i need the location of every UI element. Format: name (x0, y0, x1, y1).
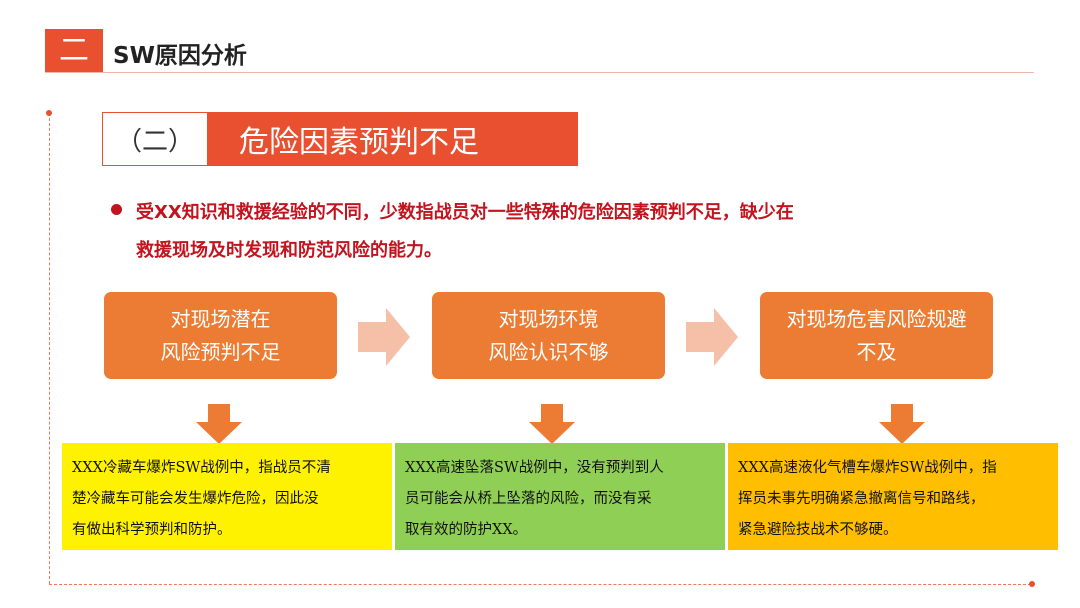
example-line: 挥员未事先明确紧急撤离信号和路线， (738, 491, 985, 507)
section-number: 二 (59, 33, 89, 68)
example-box-2: XXX高速坠落SW战例中，没有预判到人 员可能会从桥上坠落的风险，而没有采 取有… (395, 443, 725, 550)
example-line: 楚冷藏车可能会发生爆炸危险，因此没 (72, 491, 319, 507)
example-line: 有做出科学预判和防护。 (72, 522, 232, 538)
subsection-number: （二） (103, 113, 207, 165)
example-line: XXX冷藏车爆炸SW战例中，指战员不清 (72, 460, 331, 476)
process-line: 对现场环境 (498, 306, 599, 331)
bullet-line: 受XX知识和救援经验的不同，少数指战员对一些特殊的危险因素预判不足，缺少在 (136, 202, 794, 223)
frame-bottom-dashed-line (49, 584, 1031, 585)
frame-dot-bottom (1029, 581, 1035, 587)
section-number-badge: 二 (45, 29, 103, 73)
process-line: 不及 (856, 339, 897, 364)
bullet-icon (111, 204, 122, 215)
process-line: 对现场潜在 (170, 306, 271, 331)
process-box-1: 对现场潜在 风险预判不足 (104, 292, 337, 379)
bullet-text: 受XX知识和救援经验的不同，少数指战员对一些特殊的危险因素预判不足，缺少在 救援… (136, 194, 956, 270)
process-line: 对现场危害风险规避 (786, 306, 967, 331)
right-arrow-icon (686, 308, 738, 366)
process-box-2: 对现场环境 风险认识不够 (432, 292, 665, 379)
example-box-1: XXX冷藏车爆炸SW战例中，指战员不清 楚冷藏车可能会发生爆炸危险，因此没 有做… (62, 443, 392, 550)
page-title: SW原因分析 (113, 43, 247, 69)
frame-left-dashed-line (49, 113, 50, 584)
example-line: 员可能会从桥上坠落的风险，而没有采 (405, 491, 652, 507)
example-line: 紧急避险技战术不够硬。 (738, 522, 898, 538)
bullet-line: 救援现场及时发现和防范风险的能力。 (136, 240, 442, 261)
process-box-3: 对现场危害风险规避 不及 (760, 292, 993, 379)
example-line: 取有效的防护XX。 (405, 522, 528, 538)
header-divider (45, 72, 1034, 73)
example-box-3: XXX高速液化气槽车爆炸SW战例中，指 挥员未事先明确紧急撤离信号和路线， 紧急… (728, 443, 1058, 550)
example-line: XXX高速液化气槽车爆炸SW战例中，指 (738, 460, 997, 476)
example-line: XXX高速坠落SW战例中，没有预判到人 (405, 460, 664, 476)
process-line: 风险认识不够 (488, 339, 609, 364)
process-line: 风险预判不足 (160, 339, 281, 364)
frame-dot-top (46, 110, 52, 116)
down-arrow-icon (879, 404, 925, 444)
down-arrow-icon (196, 404, 242, 444)
subsection-header: （二） 危险因素预判不足 (102, 112, 578, 166)
right-arrow-icon (358, 308, 410, 366)
subsection-title: 危险因素预判不足 (207, 113, 577, 165)
down-arrow-icon (529, 404, 575, 444)
